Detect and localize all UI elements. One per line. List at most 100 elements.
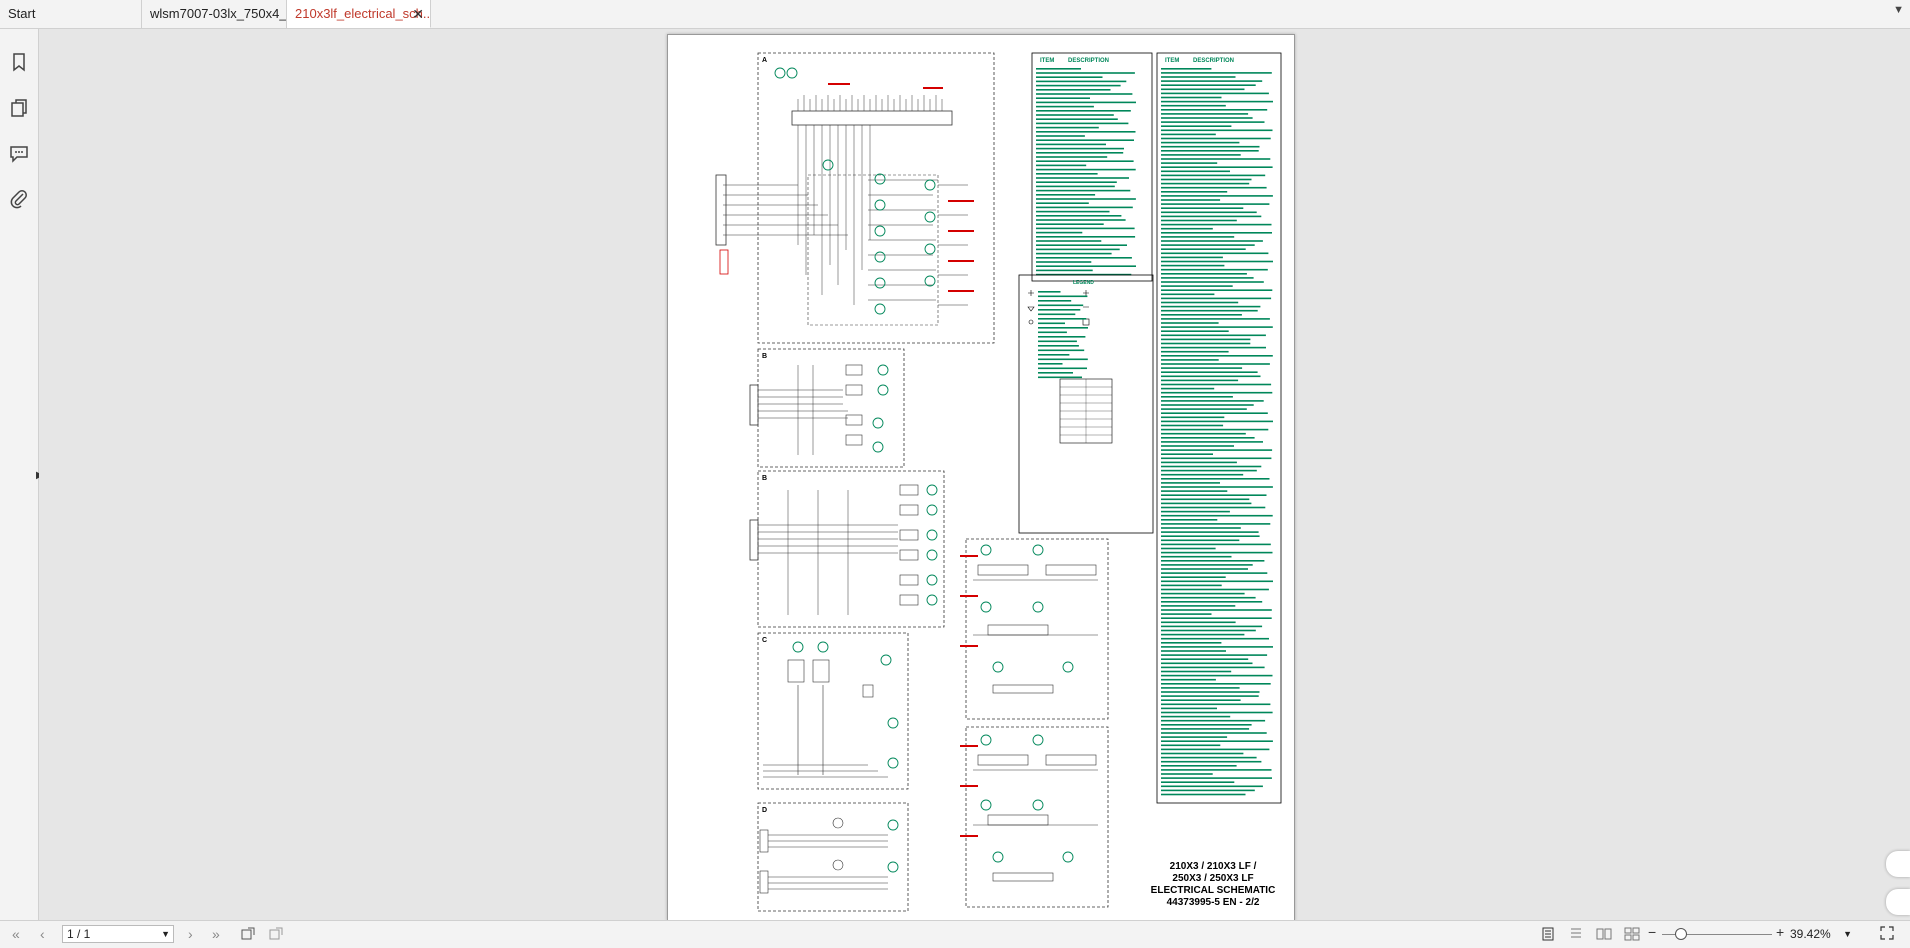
text-line xyxy=(1036,80,1127,83)
tab-start[interactable]: Start xyxy=(0,0,142,28)
text-line xyxy=(1161,96,1222,99)
text-line xyxy=(1161,367,1243,369)
text-line xyxy=(1161,248,1246,250)
text-line xyxy=(1161,453,1213,455)
tab-label: wlsm7007-03lx_750x4_... xyxy=(150,6,287,21)
text-line xyxy=(1161,186,1267,189)
next-page-icon[interactable]: › xyxy=(188,926,193,942)
text-line xyxy=(1161,113,1249,115)
text-line xyxy=(1161,178,1252,181)
two-page-view-icon[interactable] xyxy=(1596,927,1612,941)
extract-icon[interactable] xyxy=(268,927,284,941)
text-line xyxy=(1161,551,1273,554)
text-line xyxy=(1036,261,1092,263)
text-line xyxy=(1161,765,1237,767)
continuous-view-icon[interactable] xyxy=(1568,927,1584,941)
text-line xyxy=(1161,715,1231,718)
text-line xyxy=(1161,490,1228,492)
text-line xyxy=(1161,359,1219,361)
zoom-out-icon[interactable]: − xyxy=(1648,924,1657,940)
zoom-slider-thumb[interactable] xyxy=(1675,928,1687,940)
text-line xyxy=(1161,350,1229,353)
text-line xyxy=(1161,605,1236,607)
close-icon[interactable]: ✕ xyxy=(412,6,424,22)
text-line xyxy=(1161,703,1271,706)
text-line xyxy=(1161,441,1263,443)
chevron-down-icon[interactable]: ▼ xyxy=(161,929,170,939)
text-line xyxy=(1161,658,1249,660)
text-line xyxy=(1161,588,1269,591)
bookmark-icon[interactable] xyxy=(8,51,30,73)
text-line xyxy=(1036,72,1135,74)
text-line xyxy=(1036,202,1089,204)
text-line xyxy=(1161,592,1245,595)
pages-icon[interactable] xyxy=(8,97,30,119)
text-line xyxy=(1161,424,1224,427)
text-line xyxy=(1161,707,1217,710)
text-line xyxy=(1161,502,1252,505)
first-page-icon[interactable]: « xyxy=(12,926,20,942)
chevron-down-icon[interactable]: ▼ xyxy=(1893,4,1904,16)
text-line xyxy=(1036,210,1110,213)
support-icon[interactable] xyxy=(1886,889,1910,915)
text-line xyxy=(1161,314,1242,316)
text-line xyxy=(1161,793,1246,796)
two-page-continuous-icon[interactable] xyxy=(1624,927,1640,941)
tab-label: 210x3lf_electrical_sch... xyxy=(295,6,431,21)
text-line xyxy=(1036,139,1134,141)
text-line xyxy=(1161,141,1240,144)
text-line xyxy=(1161,244,1255,246)
zoom-level-value: 39.42% xyxy=(1790,927,1831,941)
zoom-slider[interactable] xyxy=(1662,934,1772,935)
text-line xyxy=(1161,109,1268,111)
fullscreen-icon[interactable] xyxy=(1880,926,1894,940)
text-line xyxy=(1161,633,1245,636)
text-line xyxy=(1161,769,1272,771)
previous-page-icon[interactable]: ‹ xyxy=(40,926,45,942)
text-line xyxy=(1161,564,1253,566)
text-line xyxy=(1161,277,1254,279)
zoom-level[interactable]: 39.42% ▼ xyxy=(1790,925,1854,943)
text-line xyxy=(1161,445,1234,447)
text-line xyxy=(1161,678,1216,681)
last-page-icon[interactable]: » xyxy=(212,926,220,942)
tab-210x3lf-schematic[interactable]: 210x3lf_electrical_sch...✕ xyxy=(287,0,431,28)
page-number-input[interactable]: 1 / 1▼ xyxy=(62,925,174,943)
text-line xyxy=(1161,535,1260,537)
text-line xyxy=(1161,400,1264,402)
table-header-item: ITEM xyxy=(1165,58,1179,64)
text-line xyxy=(1161,199,1221,201)
text-line xyxy=(1161,547,1216,550)
text-line xyxy=(1161,166,1273,168)
text-line xyxy=(1036,168,1136,171)
text-line xyxy=(1161,728,1250,730)
title-line: ELECTRICAL SCHEMATIC xyxy=(1151,885,1276,896)
text-line xyxy=(1036,114,1114,116)
section-letter: B xyxy=(762,475,767,482)
text-line xyxy=(1036,105,1094,108)
attachment-icon[interactable] xyxy=(8,188,30,210)
chevron-down-icon[interactable]: ▼ xyxy=(1843,929,1852,939)
text-line xyxy=(1161,236,1235,238)
text-line xyxy=(1161,736,1228,738)
text-line xyxy=(1161,719,1266,722)
text-line xyxy=(1161,334,1266,337)
zoom-in-icon[interactable]: + xyxy=(1776,924,1785,940)
section-letter: D xyxy=(762,807,767,814)
text-line xyxy=(1161,531,1259,533)
tab-wlsm7007[interactable]: wlsm7007-03lx_750x4_... xyxy=(142,0,287,28)
assistant-icon[interactable] xyxy=(1886,851,1910,877)
text-line xyxy=(1161,145,1260,148)
text-line xyxy=(1161,309,1258,312)
text-line xyxy=(1161,625,1263,628)
text-line xyxy=(1161,519,1218,521)
text-line xyxy=(1161,301,1239,304)
rotate-icon[interactable] xyxy=(240,927,256,941)
single-page-view-icon[interactable] xyxy=(1540,927,1556,941)
document-viewer[interactable]: A xyxy=(39,29,1910,921)
text-line xyxy=(1161,232,1272,234)
text-line xyxy=(1161,387,1215,390)
text-line xyxy=(1161,465,1262,468)
comments-icon[interactable] xyxy=(8,142,30,164)
text-line xyxy=(1161,486,1273,488)
